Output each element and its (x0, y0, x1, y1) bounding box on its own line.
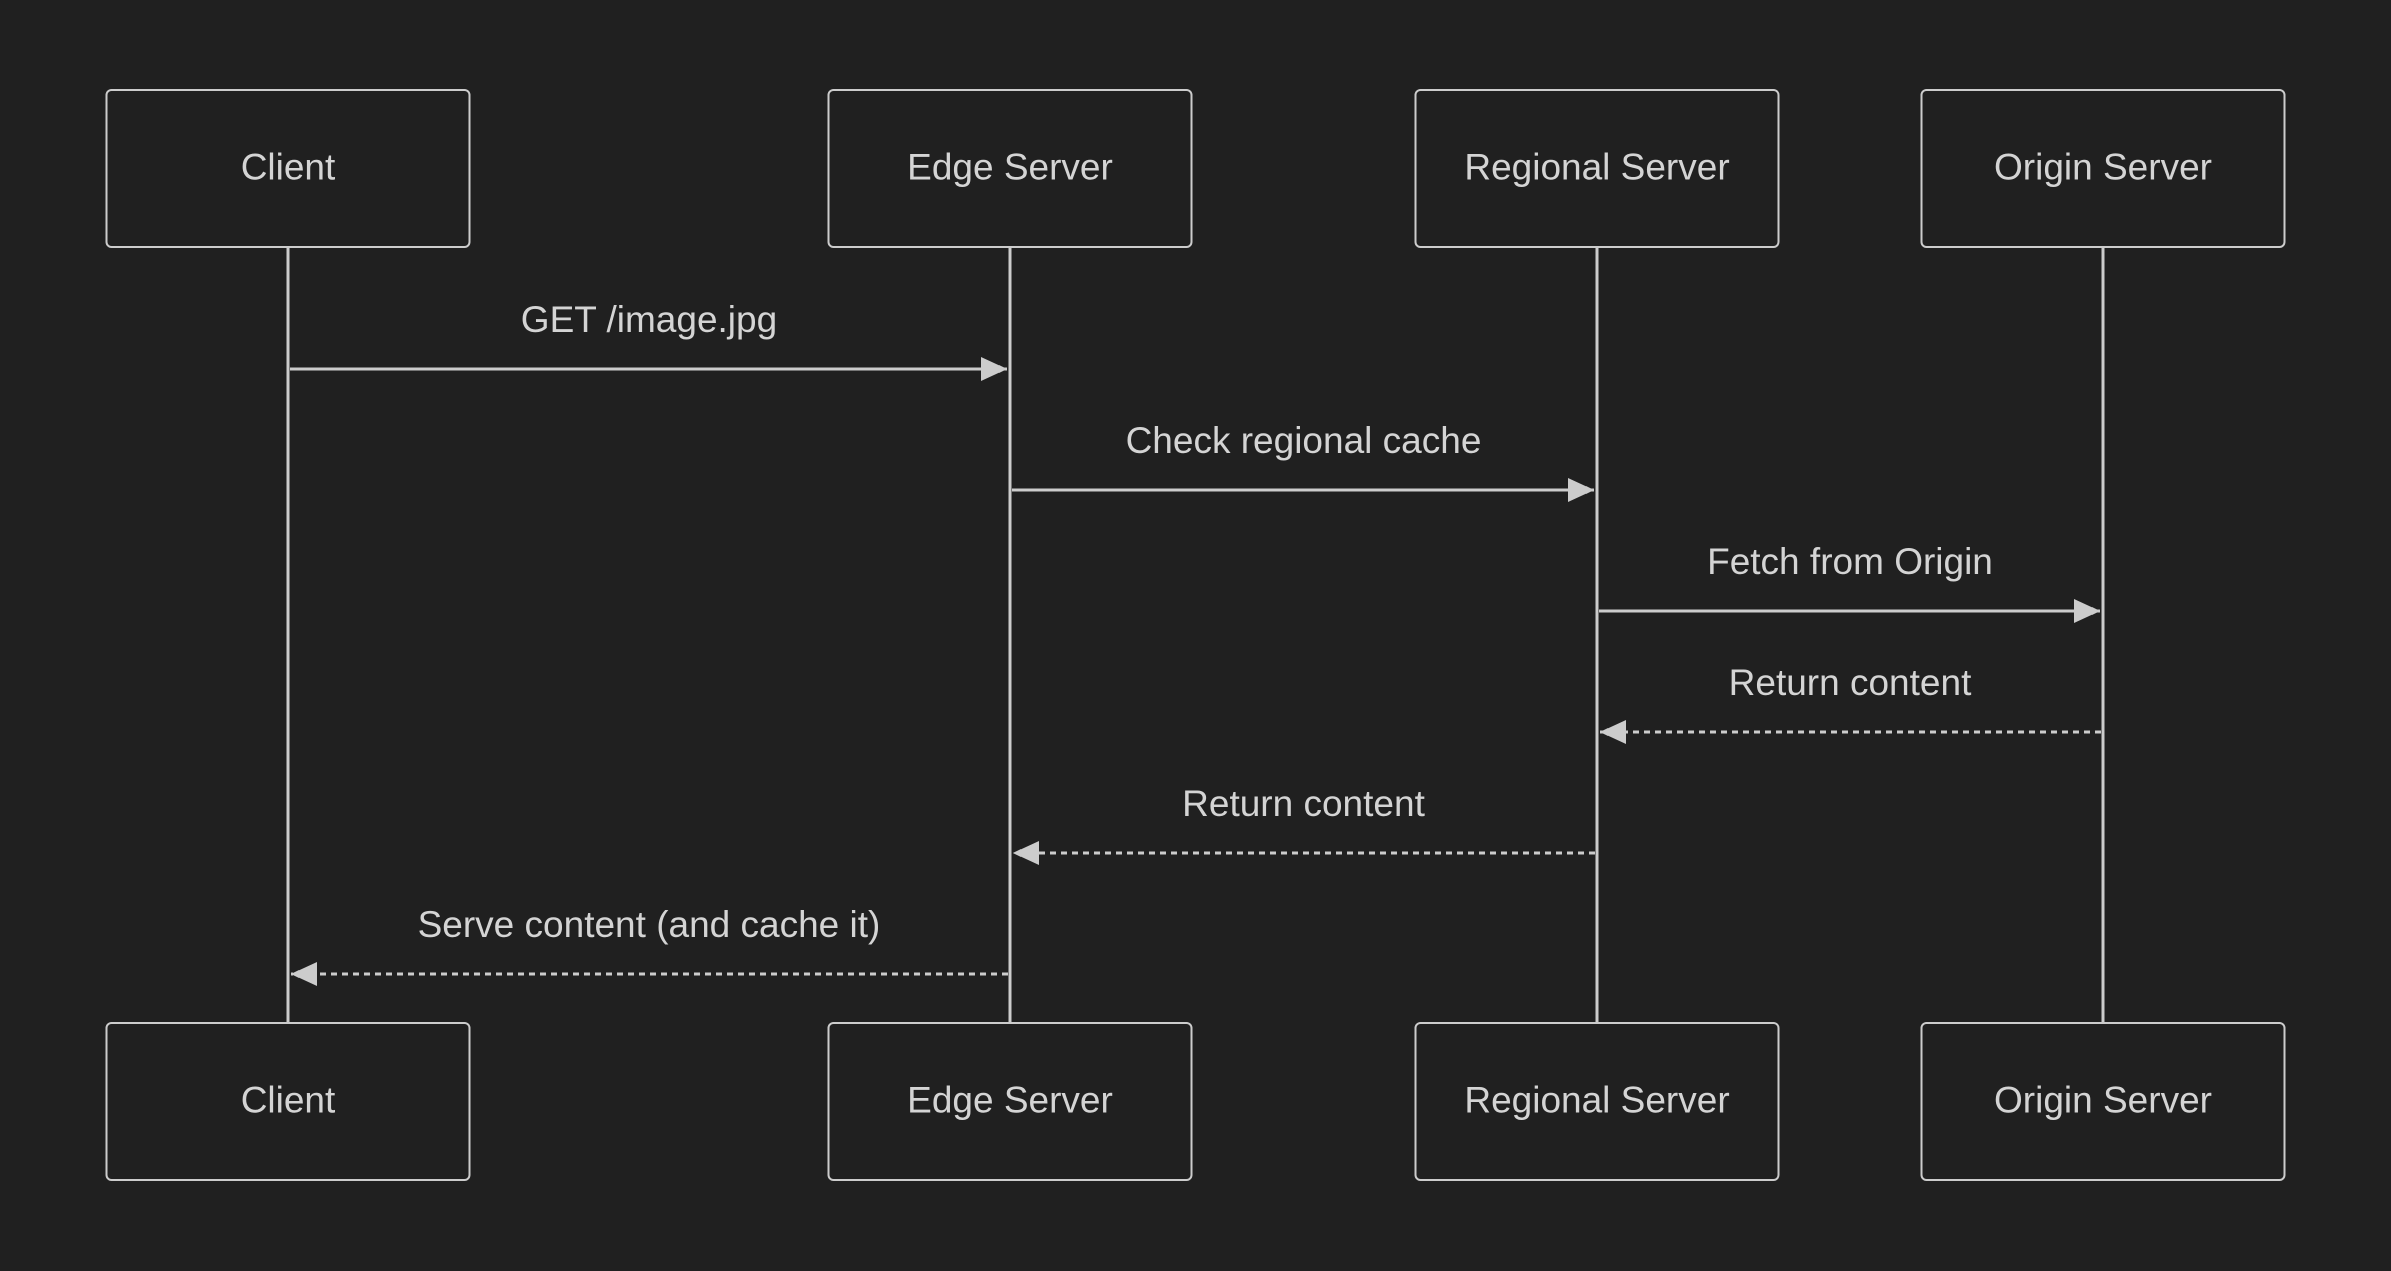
participant-box (1414, 1022, 1780, 1181)
arrowhead-icon (981, 357, 1007, 381)
participant-label: Regional Server (1464, 1080, 1729, 1121)
message-label: Check regional cache (1126, 420, 1482, 461)
participant-label: Origin Server (1994, 1080, 2212, 1121)
participant-box (827, 89, 1193, 248)
participant-client-top[interactable]: Client (105, 89, 471, 248)
participant-box (827, 1022, 1193, 1181)
message-4: Return content (1600, 662, 2101, 744)
message-label: Fetch from Origin (1707, 541, 1993, 582)
participant-label: Edge Server (907, 147, 1113, 188)
participant-regional-top[interactable]: Regional Server (1414, 89, 1780, 248)
participant-label: Origin Server (1994, 147, 2212, 188)
participant-box (105, 89, 471, 248)
arrowhead-icon (2074, 599, 2100, 623)
participant-origin-top[interactable]: Origin Server (1920, 89, 2286, 248)
message-5: Return content (1013, 783, 1595, 865)
message-2: Check regional cache (1012, 420, 1594, 502)
arrowhead-icon (1568, 478, 1594, 502)
arrowhead-icon (1013, 841, 1039, 865)
participant-box (105, 1022, 471, 1181)
message-label: Serve content (and cache it) (418, 904, 881, 945)
participant-label: Regional Server (1464, 147, 1729, 188)
participant-origin-bottom[interactable]: Origin Server (1920, 1022, 2286, 1181)
participant-box (1920, 89, 2286, 248)
participant-edge-top[interactable]: Edge Server (827, 89, 1193, 248)
participant-box (1414, 89, 1780, 248)
message-label: GET /image.jpg (521, 299, 777, 340)
message-1: GET /image.jpg (290, 299, 1007, 381)
arrowhead-icon (291, 962, 317, 986)
participant-edge-bottom[interactable]: Edge Server (827, 1022, 1193, 1181)
participant-box (1920, 1022, 2286, 1181)
participant-label: Client (241, 1080, 336, 1121)
participant-regional-bottom[interactable]: Regional Server (1414, 1022, 1780, 1181)
message-label: Return content (1729, 662, 1972, 703)
arrowhead-icon (1600, 720, 1626, 744)
message-label: Return content (1182, 783, 1425, 824)
participant-label: Client (241, 147, 336, 188)
participant-client-bottom[interactable]: Client (105, 1022, 471, 1181)
message-6: Serve content (and cache it) (291, 904, 1008, 986)
participant-label: Edge Server (907, 1080, 1113, 1121)
message-3: Fetch from Origin (1599, 541, 2100, 623)
